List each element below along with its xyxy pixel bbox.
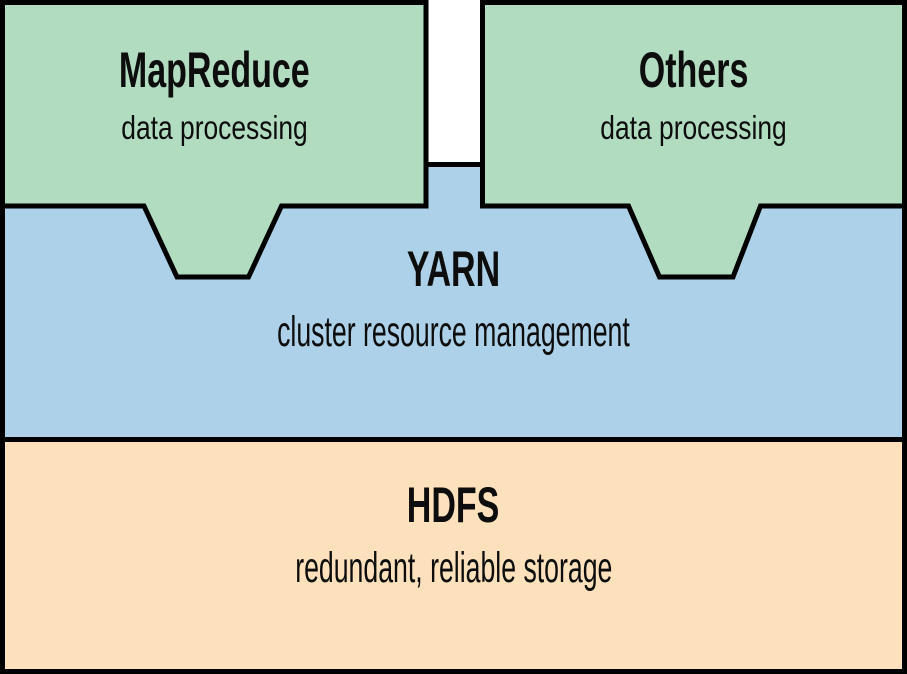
mapreduce-subtitle-text: data processing [121,109,308,146]
hdfs-title: HDFS [0,480,907,530]
others-block-shape [480,0,907,280]
hdfs-block-shape [0,437,907,674]
yarn-subtitle: cluster resource management [0,311,907,354]
mapreduce-title-text: MapReduce [119,42,310,98]
yarn-title-text: YARN [406,241,501,297]
yarn-subtitle-text: cluster resource management [277,308,630,356]
hdfs-subtitle-text: redundant, reliable storage [294,544,613,592]
mapreduce-subtitle: data processing [3,111,426,144]
others-title-text: Others [638,42,749,98]
mapreduce-title: MapReduce [3,45,426,95]
hdfs-title-text: HDFS [407,477,500,533]
others-subtitle-text: data processing [600,109,787,146]
hdfs-subtitle: redundant, reliable storage [0,547,907,590]
yarn-title: YARN [0,244,907,294]
others-subtitle: data processing [483,111,904,144]
mapreduce-block-shape [0,0,429,280]
others-title: Others [483,45,904,95]
